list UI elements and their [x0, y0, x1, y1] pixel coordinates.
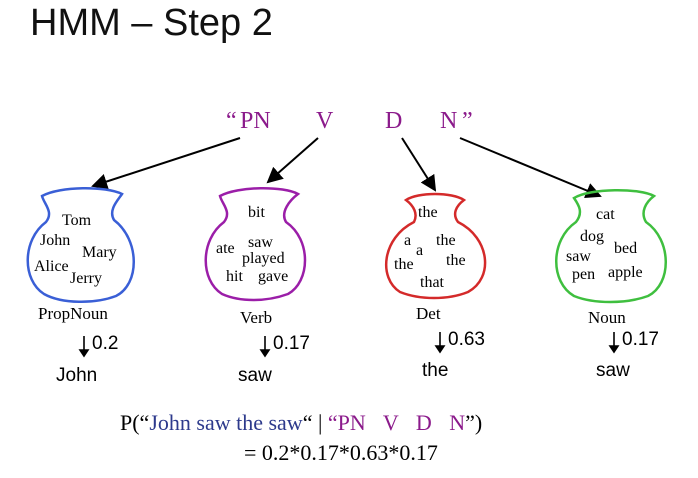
label-verb: Verb	[240, 308, 273, 327]
vase-word: Mary	[82, 244, 117, 261]
tag-n: N	[440, 108, 458, 134]
vase-word: ate	[216, 240, 235, 257]
vase-word: saw	[248, 234, 273, 251]
vase-word: cat	[596, 206, 615, 223]
vase-word: a	[404, 232, 412, 249]
formula-line2: = 0.2*0.17*0.63*0.17	[244, 440, 438, 465]
tag-d: D	[385, 108, 403, 134]
tag-pn: PN	[240, 108, 271, 134]
label-noun: Noun	[588, 308, 626, 327]
vase-word: hit	[226, 268, 243, 285]
vase-word: John	[40, 232, 71, 249]
vase-word: Alice	[34, 258, 69, 275]
vase-propnoun	[26, 187, 135, 304]
page-title: HMM – Step 2	[30, 2, 273, 44]
emission-verb: saw	[238, 365, 272, 386]
vase-word: bed	[614, 240, 638, 257]
vase-noun	[555, 189, 667, 304]
vase-word: played	[242, 250, 285, 267]
vase-verb	[204, 187, 307, 302]
tag-v: V	[316, 108, 334, 134]
vase-word: saw	[566, 248, 591, 265]
vase-word: apple	[608, 264, 643, 281]
formula-line1: P(“John saw the saw“ | “PN V D N”)	[120, 410, 482, 436]
tag-sequence-open-quote: “	[226, 108, 237, 134]
vase-word: that	[420, 274, 444, 291]
formula-tags: “PN V D N	[327, 410, 466, 435]
vase-word: bit	[248, 204, 265, 221]
prob-noun: 0.17	[622, 329, 659, 350]
vase-word: gave	[258, 268, 289, 285]
label-propnoun: PropNoun	[38, 304, 108, 323]
arrow-pn-to-propnoun	[91, 137, 241, 190]
prob-arrows	[78, 332, 620, 358]
vase-word: dog	[580, 228, 604, 245]
formula-separator: “ |	[302, 410, 328, 435]
vase-word: the	[418, 204, 438, 221]
formula-prefix: P(“	[120, 410, 150, 435]
tag-sequence-close-quote: ”	[462, 108, 473, 134]
emission-noun: saw	[596, 360, 630, 381]
vase-word: pen	[572, 266, 596, 283]
vase-word: Jerry	[70, 270, 102, 287]
prob-det: 0.63	[448, 329, 485, 350]
label-det: Det	[416, 304, 441, 323]
prob-propnoun: 0.2	[92, 333, 119, 354]
vase-word: the	[446, 252, 466, 269]
vase-word: Tom	[62, 212, 92, 229]
emission-det: the	[422, 360, 449, 381]
vase-word: the	[394, 256, 414, 273]
prob-verb: 0.17	[273, 333, 310, 354]
emission-propnoun: John	[56, 365, 98, 386]
arrow-v-to-verb	[266, 137, 319, 184]
vase-word: the	[436, 232, 456, 249]
arrow-d-to-det	[401, 137, 437, 192]
formula-sentence: John saw the saw	[149, 410, 303, 435]
vase-word: a	[416, 242, 424, 259]
arrow-n-to-noun	[459, 137, 602, 199]
vase-det	[385, 192, 487, 300]
formula-suffix: ”)	[465, 410, 483, 435]
